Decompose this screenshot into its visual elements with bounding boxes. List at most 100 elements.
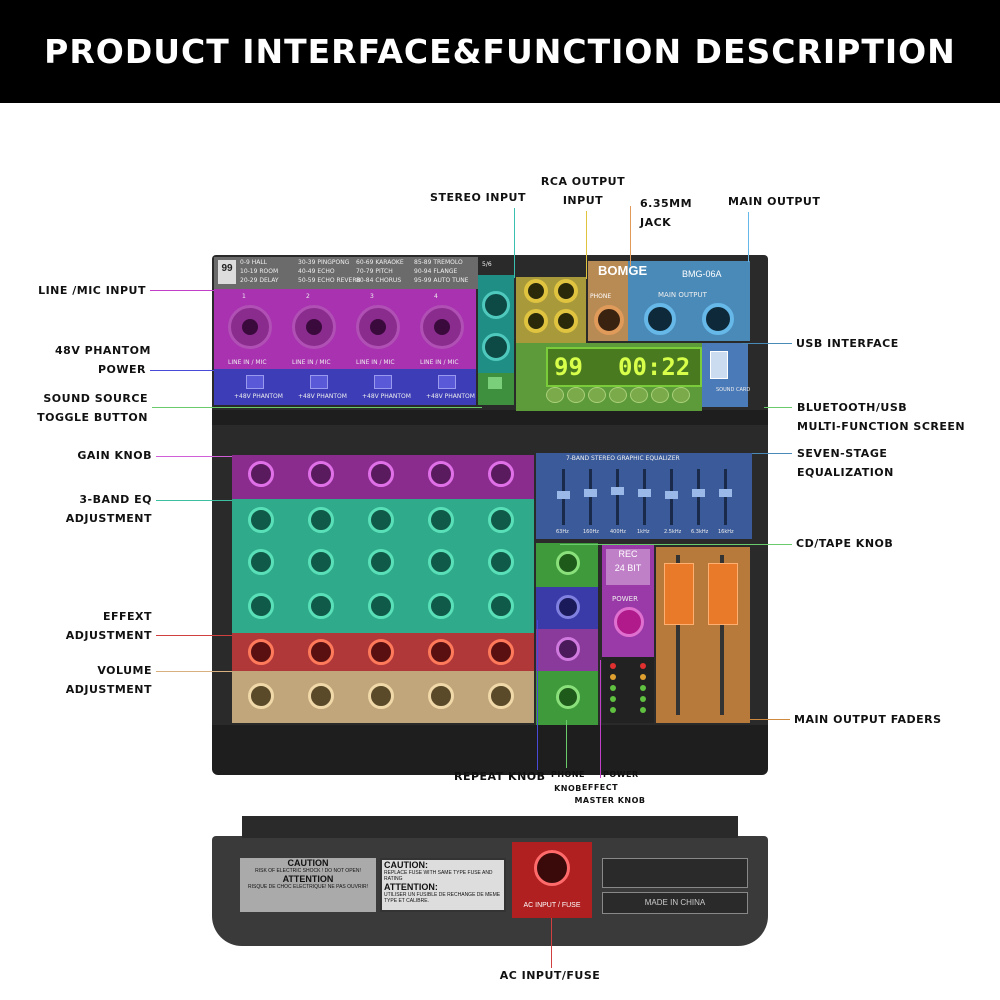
eq-high-knob-ch3[interactable] <box>368 507 394 533</box>
screen-button[interactable] <box>651 387 669 403</box>
eq-low-knob-ch3[interactable] <box>368 593 394 619</box>
phantom-button-1[interactable] <box>246 375 264 389</box>
screen-button[interactable] <box>546 387 564 403</box>
eq-high-knob-ch2[interactable] <box>308 507 334 533</box>
usb-connector <box>742 343 792 344</box>
screen-button[interactable] <box>567 387 585 403</box>
xlr-input-3[interactable] <box>356 305 400 349</box>
attention-text: RISQUE DE CHOC ELECTRIQUE! NE PAS OUVRIR… <box>248 884 368 890</box>
eq-slider-16kHz[interactable] <box>719 489 732 497</box>
eq-mid-knob-ch3[interactable] <box>368 549 394 575</box>
phantom-button-3[interactable] <box>374 375 392 389</box>
phone-knob[interactable] <box>556 685 580 709</box>
effect-list-item: 30-39 PINGPONG <box>298 259 350 266</box>
effect-knob-ch3[interactable] <box>368 639 394 665</box>
screen-button[interactable] <box>672 387 690 403</box>
phantom-button-4[interactable] <box>438 375 456 389</box>
eq-high-knob-ch4[interactable] <box>428 507 454 533</box>
volume-knob-ch5[interactable] <box>488 683 514 709</box>
main-output-jack-l[interactable] <box>644 303 676 335</box>
eq-low-knob-ch4[interactable] <box>428 593 454 619</box>
screen-button[interactable] <box>588 387 606 403</box>
eq-mid-knob-ch4[interactable] <box>428 549 454 575</box>
effect-knob-ch5[interactable] <box>488 639 514 665</box>
eq-mid-knob-ch1[interactable] <box>248 549 274 575</box>
eq-slider-160Hz[interactable] <box>584 489 597 497</box>
phone-jack[interactable] <box>594 305 624 335</box>
xlr-input-2[interactable] <box>292 305 336 349</box>
cd-tape-knob[interactable] <box>556 551 580 575</box>
eq-slider-1kHz[interactable] <box>638 489 651 497</box>
gain-knob-ch3[interactable] <box>368 461 394 487</box>
meter-led-R <box>640 696 646 702</box>
eq-high-knob-ch5[interactable] <box>488 507 514 533</box>
volume-knob-ch3[interactable] <box>368 683 394 709</box>
eq-low-knob-ch2[interactable] <box>308 593 334 619</box>
gain-connector <box>156 456 232 457</box>
eq-freq-label: 16kHz <box>718 529 734 535</box>
phantom-button-2[interactable] <box>310 375 328 389</box>
gain-knob-ch4[interactable] <box>428 461 454 487</box>
callout-eq-2: ADJUSTMENT <box>65 512 152 525</box>
callout-jack-2: JACK <box>640 216 672 229</box>
effect-knob-ch1[interactable] <box>248 639 274 665</box>
source-toggle-button[interactable] <box>488 377 502 389</box>
channel-label-3: 3 <box>370 293 374 300</box>
rca-jack-4[interactable] <box>554 309 578 333</box>
eq-slider-63Hz[interactable] <box>557 491 570 499</box>
phantom-label-3: +48V PHANTOM <box>362 393 411 400</box>
attention2-title: ATTENTION: <box>384 882 438 892</box>
graphic-eq-title: 7-BAND STEREO GRAPHIC EQUALIZER <box>566 455 680 462</box>
usb-port[interactable] <box>710 351 728 379</box>
callout-rca-2: INPUT <box>562 194 604 207</box>
stereo-input-jack-l[interactable] <box>482 291 510 319</box>
xlr-input-1[interactable] <box>228 305 272 349</box>
display-time: 00:22 <box>618 353 691 381</box>
volume-knob-ch2[interactable] <box>308 683 334 709</box>
effect-master-knob[interactable] <box>556 637 580 661</box>
ac-power-socket[interactable] <box>534 850 570 886</box>
gain-knob-ch5[interactable] <box>488 461 514 487</box>
main-output-jack-r[interactable] <box>702 303 734 335</box>
rca-jack-3[interactable] <box>524 309 548 333</box>
main-fader-r[interactable] <box>708 563 738 625</box>
phantom-label-2: +48V PHANTOM <box>298 393 347 400</box>
effect-knob-ch2[interactable] <box>308 639 334 665</box>
rca-jack-2[interactable] <box>554 279 578 303</box>
screen-button[interactable] <box>609 387 627 403</box>
rca-jack-1[interactable] <box>524 279 548 303</box>
volume-knob-ch4[interactable] <box>428 683 454 709</box>
dsp-badge: 99 <box>218 260 236 284</box>
callout-phantom-2: POWER <box>97 363 146 376</box>
stereo-input-jack-r[interactable] <box>482 333 510 361</box>
eq-slider-track <box>724 469 727 525</box>
eq-slider-6.3kHz[interactable] <box>692 489 705 497</box>
volume-knob-ch1[interactable] <box>248 683 274 709</box>
eq-high-knob-ch1[interactable] <box>248 507 274 533</box>
channel-label-4: 4 <box>434 293 438 300</box>
eq-freq-label: 63Hz <box>556 529 569 535</box>
screen-button[interactable] <box>630 387 648 403</box>
repeat-knob[interactable] <box>556 595 580 619</box>
gain-knob-ch2[interactable] <box>308 461 334 487</box>
power-button[interactable] <box>614 607 644 637</box>
effect-list-item: 20-29 DELAY <box>240 277 279 284</box>
main-fader-l[interactable] <box>664 563 694 625</box>
eq-mid-knob-ch5[interactable] <box>488 549 514 575</box>
effect-knob-ch4[interactable] <box>428 639 454 665</box>
callout-main-faders: MAIN OUTPUT FADERS <box>794 713 942 726</box>
xlr-input-4[interactable] <box>420 305 464 349</box>
callout-phone-2: KNOB <box>554 784 582 793</box>
eq-freq-label: 2.5kHz <box>664 529 682 535</box>
eq-slider-2.5kHz[interactable] <box>665 491 678 499</box>
callout-gain-knob: GAIN KNOB <box>77 449 152 462</box>
eq-mid-knob-ch2[interactable] <box>308 549 334 575</box>
fuse-warning-sticker: CAUTION: REPLACE FUSE WITH SAME TYPE FUS… <box>380 858 506 912</box>
eq-low-knob-ch5[interactable] <box>488 593 514 619</box>
gain-knob-ch1[interactable] <box>248 461 274 487</box>
eq-slider-400Hz[interactable] <box>611 487 624 495</box>
callout-jack-1: 6.35MM <box>640 197 693 210</box>
eq-low-knob-ch1[interactable] <box>248 593 274 619</box>
